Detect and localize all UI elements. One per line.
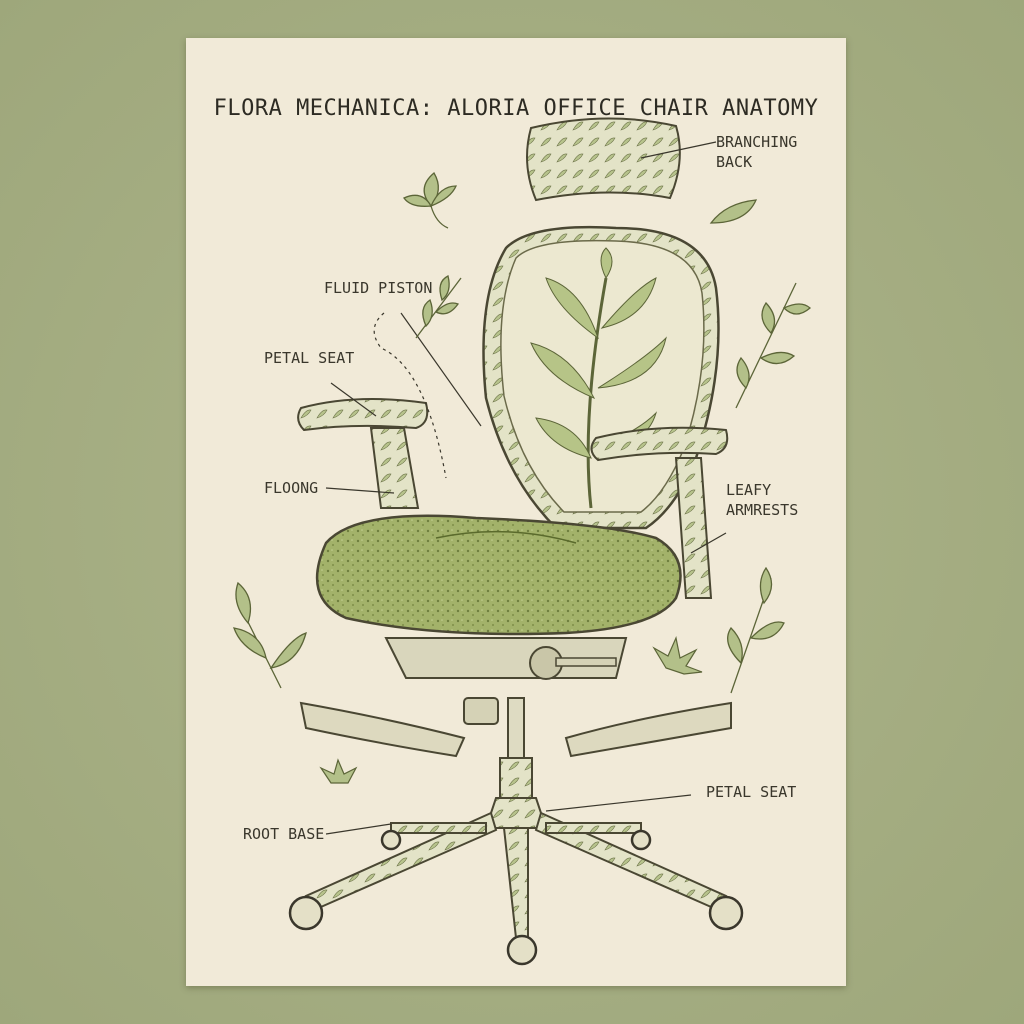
label-fluid-piston: FLUID PISTON — [324, 279, 433, 297]
page-title: FLORA MECHANICA: ALORIA OFFICE CHAIR ANA… — [213, 96, 819, 121]
leader-lines — [325, 141, 727, 835]
left-armrest — [297, 398, 429, 509]
gas-cylinder — [499, 697, 533, 799]
label-leafy-armrests: LEAFY ARMRESTS — [726, 481, 799, 519]
label-branching-back: BRANCHING BACK — [716, 133, 798, 171]
right-armrest — [590, 426, 729, 599]
leaf-sprig-icon — [727, 566, 785, 694]
leaf-sprig-icon — [415, 275, 462, 339]
left-side-pod — [299, 701, 466, 758]
chair-illustration — [233, 117, 811, 966]
seat-cushion — [315, 514, 682, 636]
leaf-sprig-icon — [735, 282, 811, 409]
leaf-sprig-icon — [233, 581, 307, 689]
right-side-pod — [564, 701, 732, 758]
leaf-cluster-icon — [403, 172, 457, 229]
leaf-cluster-icon — [709, 199, 758, 224]
flower-icon — [319, 636, 703, 784]
casters — [288, 829, 744, 966]
label-floong: FLOONG — [264, 479, 319, 497]
label-petal-seat-lower: PETAL SEAT — [706, 783, 797, 801]
label-root-base: ROOT BASE — [243, 825, 325, 843]
poster-sheet: FLORA MECHANICA: ALORIA OFFICE CHAIR ANA… — [186, 38, 846, 986]
tilt-mechanism — [384, 637, 628, 725]
five-star-base — [304, 797, 728, 939]
headrest — [526, 117, 681, 202]
label-petal-seat-upper: PETAL SEAT — [264, 349, 355, 367]
